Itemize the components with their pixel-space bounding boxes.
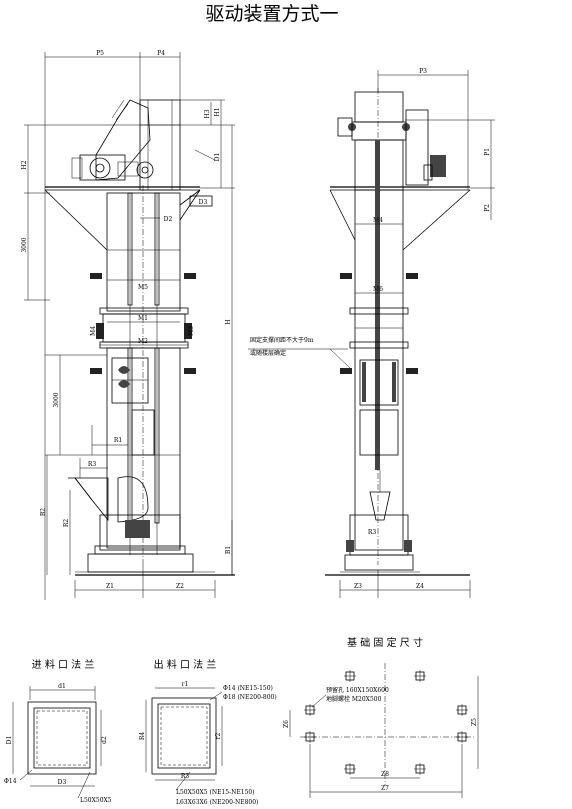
foundation-hole: 预留孔 160X150X600 — [326, 686, 389, 694]
label-h1: H1 — [214, 107, 221, 116]
label-r2-outlet: r2 — [215, 732, 222, 739]
support-note-line1: 固定支撑间距不大于9m — [250, 336, 314, 344]
outlet-angle1: L50X50X5 (NE15-NE150) — [176, 789, 255, 796]
label-p5: P5 — [96, 50, 104, 57]
heading-foundation: 基 础 固 定 尺 寸 — [347, 636, 423, 649]
outlet-phi14: Φ14 (NE15-150) — [223, 685, 273, 692]
foundation-bolt: 地脚螺栓 M20X500 — [326, 695, 382, 703]
heading-outlet-flange: 出 料 口 法 兰 — [154, 658, 217, 671]
support-note-line2: 或随楼层确定 — [250, 349, 286, 357]
label-p4: P4 — [157, 50, 165, 57]
label-m6: M6 — [373, 286, 383, 293]
label-p1: P1 — [484, 148, 491, 156]
foundation-detail: 预留孔 160X150X600 地脚螺栓 M20X500 Z6 Z5 Z8 Z7 — [283, 663, 479, 798]
outlet-flange-detail: r1 R4 r2 R3 Φ14 (NE15-150) Φ18 (NE200-80… — [139, 681, 277, 806]
label-d2-inlet: d2 — [101, 736, 108, 744]
label-r3: R3 — [88, 461, 97, 468]
label-d2: D2 — [164, 216, 173, 223]
outlet-angle2: L63X63X6 (NE200-NE800) — [176, 799, 258, 806]
left-elevation: P5 P4 H1 H3 D1 H H2 3000 — [21, 50, 235, 600]
label-z6: Z6 — [283, 720, 290, 728]
label-z3: Z3 — [354, 583, 362, 590]
label-3000-upper: 3000 — [21, 237, 28, 252]
label-p2: P2 — [484, 204, 491, 212]
label-r4-outlet: R4 — [139, 732, 146, 741]
label-z7: Z7 — [381, 785, 389, 792]
label-d1: D1 — [214, 153, 221, 162]
label-h: H — [225, 319, 232, 324]
label-b2: B2 — [40, 508, 47, 516]
label-z4: Z4 — [416, 583, 424, 590]
label-D3-inlet: D3 — [58, 779, 67, 786]
label-p3: P3 — [419, 68, 427, 75]
label-m4: M4 — [90, 326, 97, 336]
label-z5: Z5 — [471, 718, 478, 726]
label-b1: B1 — [225, 546, 232, 554]
label-z1: Z1 — [106, 583, 114, 590]
label-r2: R2 — [63, 519, 70, 528]
label-h3: H3 — [204, 109, 211, 118]
label-d1-inlet: d1 — [58, 683, 66, 690]
inlet-hole-phi: Φ14 — [4, 778, 17, 785]
label-m4-right: M4 — [373, 217, 383, 224]
label-D1-inlet: D1 — [6, 736, 13, 745]
outlet-phi18: Φ18 (NE200-800) — [223, 694, 277, 701]
label-m5: M5 — [138, 284, 148, 291]
label-z2: Z2 — [176, 583, 184, 590]
label-b3: R3 — [368, 529, 377, 536]
drawing-title: 驱动装置方式一 — [205, 3, 338, 25]
label-r1-outlet: r1 — [182, 681, 189, 688]
label-h2: H2 — [21, 160, 28, 169]
inlet-angle-steel: L50X50X5 — [80, 797, 112, 804]
label-m2: M2 — [138, 338, 148, 345]
label-r3-outlet: R3 — [181, 773, 190, 780]
label-m3: M3 — [188, 326, 195, 336]
label-z8: Z8 — [381, 771, 389, 778]
inlet-flange-detail: d1 D1 d2 D3 Φ14 L50X50X5 — [4, 683, 112, 804]
right-elevation: P3 P1 P2 M4 M6 — [248, 68, 495, 598]
label-m1: M1 — [138, 315, 148, 322]
label-d3: D3 — [199, 199, 208, 206]
label-r1: R1 — [114, 437, 122, 444]
heading-inlet-flange: 进 料 口 法 兰 — [32, 658, 95, 671]
label-3000-lower: 3000 — [53, 392, 60, 407]
